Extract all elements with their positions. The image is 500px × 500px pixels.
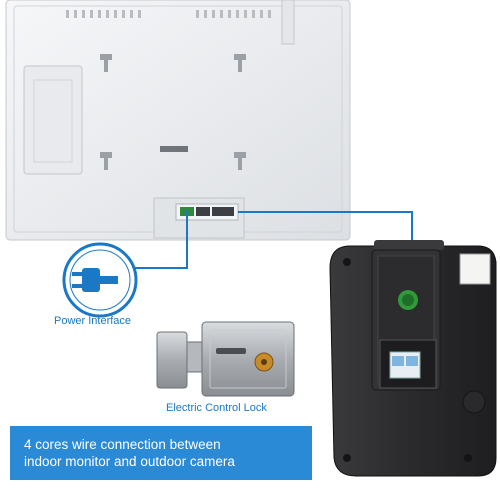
power-plug-icon [62, 242, 138, 318]
electric-lock [156, 321, 295, 397]
banner-line-2: indoor monitor and outdoor camera [24, 454, 235, 469]
power-interface-label: Power Interface [54, 315, 132, 327]
indoor-monitor [5, 0, 351, 241]
power-wire [124, 210, 188, 269]
banner-line-1: 4 cores wire connection between [24, 437, 221, 452]
outdoor-camera [329, 240, 497, 477]
electric-control-lock-label: Electric Control Lock [166, 402, 267, 414]
wiring-banner: 4 cores wire connection between indoor m… [10, 426, 312, 480]
